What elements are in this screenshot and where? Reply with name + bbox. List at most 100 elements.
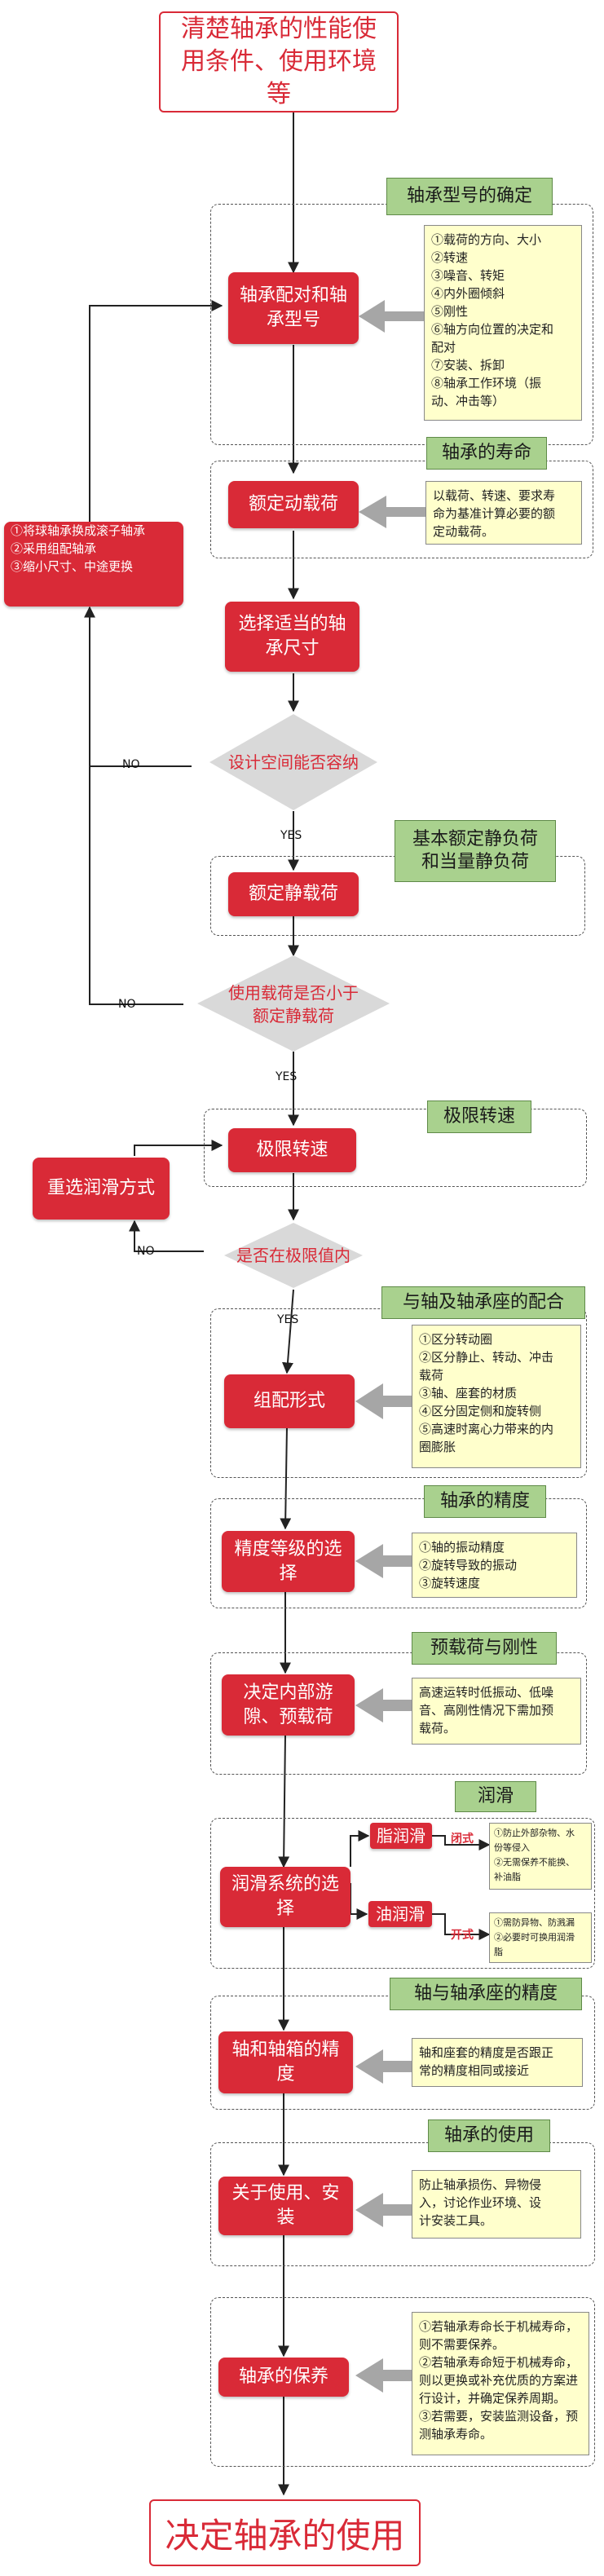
section-header: 预载荷与刚性	[412, 1632, 557, 1665]
note-line: ⑤刚性	[431, 304, 469, 319]
step-lubrication-system: 润滑系统的选择	[220, 1867, 350, 1927]
note-line: 份等侵入	[494, 1842, 530, 1853]
note-line: ①载荷的方向、大小	[431, 232, 542, 247]
step-bearing-size: 选择适当的轴承尺寸	[225, 602, 359, 672]
side-note-line: ③缩小尺寸、中途更换	[11, 559, 134, 574]
note-text: 防止轴承损伤、异物侵入，讨论作业环境、设计安装工具。	[419, 2176, 541, 2230]
note-line: 测轴承寿命。	[419, 2427, 493, 2441]
section-header: 轴承的精度	[424, 1485, 546, 1518]
note-line: ⑥轴方向位置的决定和	[431, 322, 554, 337]
label-yes: YES	[277, 1313, 299, 1326]
section-header: 轴承型号的确定	[386, 178, 553, 215]
label-yes: YES	[280, 829, 302, 842]
section-header: 润滑	[455, 1781, 536, 1812]
note-line: ⑤高速时离心力带来的内	[419, 1422, 554, 1436]
section-frame	[210, 1652, 587, 1775]
decision-within-limit: 是否在极限值内	[236, 1246, 350, 1265]
note-line: 音、高刚性情况下需加预	[419, 1703, 554, 1718]
step-static-load: 额定静载荷	[228, 872, 359, 916]
section-frame	[204, 1109, 587, 1187]
note-type-factors: ①载荷的方向、大小 ②转速 ③噪音、转矩 ④内外圈倾斜 ⑤刚性 ⑥轴方向位置的决定和配对 ⑦…	[424, 225, 582, 421]
note-line: ②转速	[431, 250, 469, 265]
note-text: ①若轴承寿命长于机械寿命，则不需要保养。②若轴承寿命短于机械寿命，则以更换或补充…	[419, 2318, 578, 2443]
side-note-alternatives: ①将球轴承换成滚子轴承 ②采用组配轴承 ③缩小尺寸、中途更换	[4, 522, 183, 607]
step-clearance-preload: 决定内部游隙、预载荷	[222, 1674, 355, 1736]
note-line: ②无需保养不能换、	[494, 1857, 575, 1868]
section-frame	[210, 2297, 595, 2467]
decision-diamond	[209, 714, 377, 810]
note-text: ①防止外部杂物、水份等侵入 ②无需保养不能换、补油脂	[494, 1826, 575, 1885]
note-shaft-precision: 轴和座套的精度是否跟正常的精度相同或接近	[412, 2038, 583, 2087]
section-frame	[210, 1498, 587, 1608]
label-yes: YES	[276, 1070, 298, 1083]
final-decision: 决定轴承的使用	[149, 2499, 421, 2566]
section-header: 轴承的使用	[428, 2119, 550, 2152]
decision-diamond	[224, 1223, 363, 1288]
label-no: NO	[118, 998, 136, 1011]
step-use-installation: 关于使用、安装	[218, 2177, 353, 2235]
note-line: ④区分固定侧和旋转侧	[419, 1404, 542, 1418]
step-grease-lubrication: 脂润滑	[370, 1823, 432, 1849]
note-line: 轴和座套的精度是否跟正	[419, 2045, 554, 2060]
note-text: 轴和座套的精度是否跟正常的精度相同或接近	[419, 2044, 553, 2080]
note-line: ①防止外部杂物、水	[494, 1828, 575, 1838]
note-arrows	[355, 300, 425, 2393]
step-shaft-housing-precision: 轴和轴箱的精度	[218, 2031, 353, 2093]
section-frame	[210, 1818, 595, 1969]
section-header: 基本额定静负荷和当量静负荷	[395, 820, 556, 882]
step-bearing-pairing: 轴承配对和轴承型号	[228, 272, 359, 344]
note-line: ①区分转动圈	[419, 1332, 493, 1347]
step-reselect-lubrication: 重选润滑方式	[33, 1158, 170, 1220]
step-oil-lubrication: 油润滑	[368, 1901, 432, 1927]
step-speed-limit: 极限转速	[228, 1128, 356, 1172]
side-note-line: ①将球轴承换成滚子轴承	[11, 523, 146, 538]
section-header: 极限转速	[427, 1101, 531, 1133]
note-text: 以载荷、转速、要求寿命为基准计算必要的额定动载荷。	[433, 487, 555, 540]
note-line: ①轴的振动精度	[419, 1540, 505, 1555]
note-line: 计安装工具。	[419, 2213, 493, 2228]
note-line: 配对	[431, 340, 456, 355]
note-line: 命为基准计算必要的额	[433, 506, 556, 521]
note-line: ⑧轴承工作环境（振	[431, 376, 542, 390]
note-line: ④内外圈倾斜	[431, 286, 505, 301]
note-line: 补油脂	[494, 1872, 521, 1882]
note-line: 定动载荷。	[433, 524, 495, 539]
note-line: 载荷	[419, 1368, 444, 1383]
note-maintenance: ①若轴承寿命长于机械寿命，则不需要保养。②若轴承寿命短于机械寿命，则以更换或补充…	[412, 2312, 589, 2455]
note-line: 载荷。	[419, 1721, 456, 1736]
note-line: 则以更换或补充优质的方案进	[419, 2373, 579, 2388]
note-usage: 防止轴承损伤、异物侵入，讨论作业环境、设计安装工具。	[412, 2170, 581, 2239]
note-line: ③若需要，安装监测设备，预	[419, 2409, 579, 2424]
step-precision-class: 精度等级的选择	[222, 1531, 355, 1592]
step-dynamic-load: 额定动载荷	[228, 481, 359, 528]
note-line: 脂	[494, 1947, 503, 1957]
section-frame	[210, 2142, 595, 2266]
label-no: NO	[137, 1245, 155, 1258]
step-maintenance: 轴承的保养	[218, 2358, 349, 2397]
note-text: 高速运转时低振动、低噪音、高刚性情况下需加预载荷。	[419, 1683, 553, 1737]
note-line: ③噪音、转矩	[431, 268, 505, 283]
note-line: 行设计，并确定保养周期。	[419, 2391, 567, 2406]
note-line: ①若轴承寿命长于机械寿命，	[419, 2319, 579, 2334]
note-line: 动、冲击等）	[431, 394, 505, 408]
note-line: 常的精度相同或接近	[419, 2063, 530, 2078]
note-line: 圈膨胀	[419, 1440, 456, 1454]
label-no: NO	[122, 758, 140, 771]
note-line: 高速运转时低振动、低噪	[419, 1685, 554, 1700]
note-grease: ①防止外部杂物、水份等侵入 ②无需保养不能换、补油脂	[489, 1823, 592, 1890]
note-line: ⑦安装、拆卸	[431, 358, 505, 373]
section-header: 与轴及轴承座的配合	[381, 1286, 585, 1319]
label-open: 开式	[451, 1929, 474, 1942]
note-preload: 高速运转时低振动、低噪音、高刚性情况下需加预载荷。	[412, 1678, 581, 1745]
note-line: ③轴、座套的材质	[419, 1386, 518, 1400]
note-text: ①载荷的方向、大小 ②转速 ③噪音、转矩 ④内外圈倾斜 ⑤刚性 ⑥轴方向位置的决定和配对 ⑦…	[431, 231, 553, 410]
note-line: ②必要时可换用润滑	[494, 1932, 575, 1943]
